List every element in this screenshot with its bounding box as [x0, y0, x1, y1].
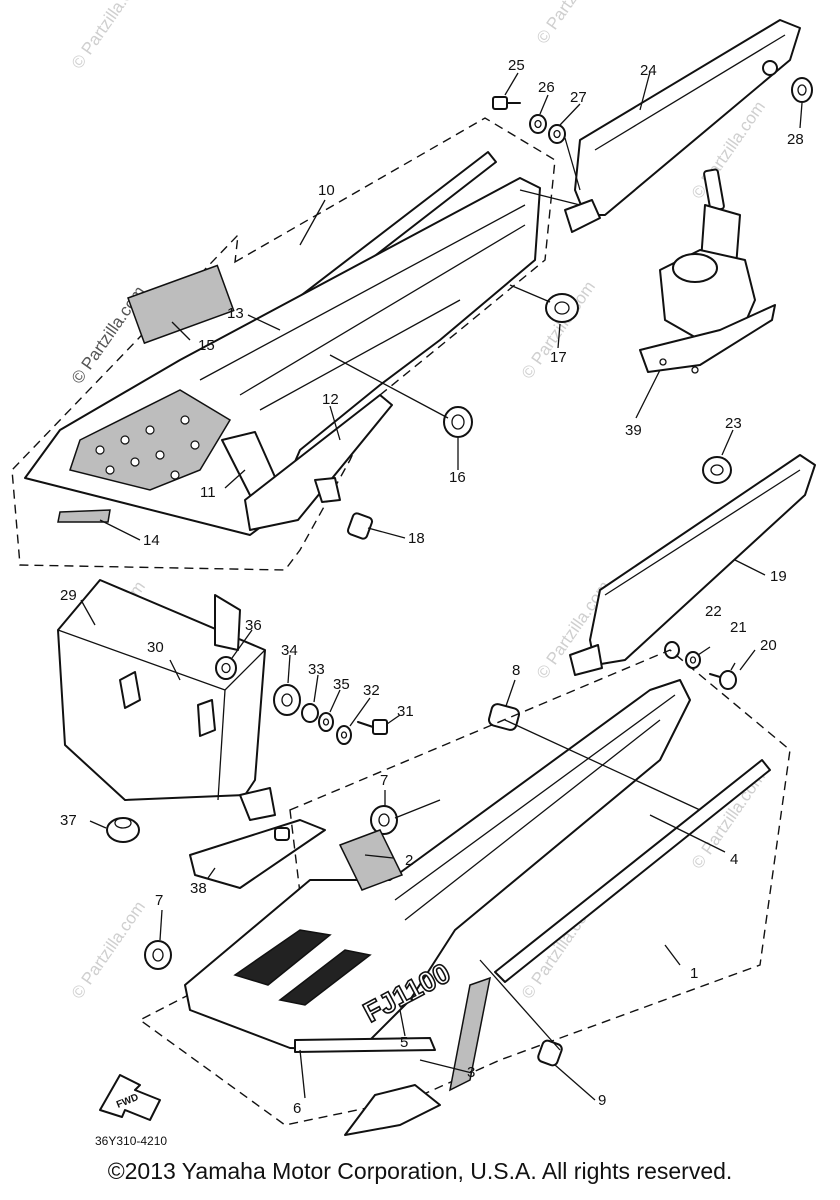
part-label: 23 — [725, 415, 742, 432]
bolt-25 — [492, 96, 521, 110]
part-label: 26 — [538, 79, 555, 96]
seat-lock-39 — [639, 168, 776, 374]
grommet-7-upper — [370, 805, 398, 835]
part-label: 18 — [408, 530, 425, 547]
bracket-19 — [569, 454, 816, 676]
part-label: 36 — [245, 617, 262, 634]
part-label: 37 — [60, 812, 77, 829]
leader-lines — [80, 71, 803, 1101]
part-label: 11 — [200, 484, 216, 501]
washer-21 — [685, 651, 701, 669]
grommet-23 — [702, 456, 732, 484]
part-label: 38 — [190, 880, 207, 897]
part-label: 22 — [705, 603, 722, 620]
grommet-17 — [545, 293, 579, 323]
part-label: 19 — [770, 568, 787, 585]
bracket-24 — [564, 19, 801, 233]
battery-box-29 — [57, 579, 266, 801]
collar-28 — [791, 77, 813, 103]
part-label: 35 — [333, 676, 350, 693]
part-label: 7 — [155, 892, 163, 909]
part-label: 8 — [512, 662, 520, 679]
grommet-7-lower — [144, 940, 172, 970]
part-label: 12 — [322, 391, 339, 408]
part-label: 21 — [730, 619, 747, 636]
lower-side-cover-assembly: FJ1100 — [138, 649, 791, 1136]
part-label: 29 — [60, 587, 77, 604]
part-label: 14 — [143, 532, 160, 549]
bolt-20 — [709, 670, 737, 690]
part-label: 9 — [598, 1092, 606, 1109]
part-label: 16 — [449, 469, 466, 486]
nut-22 — [664, 641, 680, 659]
part-label: 5 — [400, 1034, 408, 1051]
part-label: 7 — [380, 772, 388, 789]
part-label: 24 — [640, 62, 657, 79]
part-labels: 1 2 3 4 5 6 7 7 8 9 10 11 12 13 14 15 16… — [60, 57, 804, 1117]
watermark: © Partzilla.com — [68, 0, 149, 72]
part-label: 3 — [467, 1064, 475, 1081]
watermark: © Partzilla.com — [68, 898, 149, 1003]
part-label: 31 — [397, 703, 414, 720]
part-label: 1 — [690, 965, 698, 982]
collar-33 — [301, 703, 319, 723]
grommet-16 — [443, 406, 473, 438]
watermark: © Partzilla.com — [533, 0, 614, 47]
part-label: 30 — [147, 639, 164, 656]
copyright-notice: ©2013 Yamaha Motor Corporation, U.S.A. A… — [107, 1158, 733, 1184]
part-label: 17 — [550, 349, 567, 366]
bolt-31 — [357, 719, 388, 735]
upper-side-cover-assembly — [11, 117, 556, 571]
nut-26 — [529, 114, 547, 134]
washer-27 — [548, 124, 566, 144]
part-label: 6 — [293, 1100, 301, 1117]
part-label: 27 — [570, 89, 587, 106]
part-label: 39 — [625, 422, 642, 439]
part-label: 28 — [787, 131, 804, 148]
part-label: 10 — [318, 182, 335, 199]
nut-32 — [336, 725, 352, 745]
plate-38 — [189, 787, 326, 889]
part-label: 25 — [508, 57, 525, 74]
drawing-code: 36Y310-4210 — [95, 1134, 167, 1148]
grommet-34 — [273, 684, 301, 716]
part-label: 20 — [760, 637, 777, 654]
part-label: 32 — [363, 682, 380, 699]
fwd-arrow-icon: FWD — [99, 1074, 161, 1121]
part-label: 4 — [730, 851, 738, 868]
part-label: 2 — [405, 852, 413, 869]
grommet-8 — [487, 703, 521, 731]
damper-37 — [106, 817, 140, 843]
part-label: 15 — [198, 337, 215, 354]
grommet-36 — [215, 656, 237, 680]
part-label: 34 — [281, 642, 298, 659]
part-label: 13 — [227, 305, 244, 322]
part-label: 33 — [308, 661, 325, 678]
washer-35 — [318, 712, 334, 732]
